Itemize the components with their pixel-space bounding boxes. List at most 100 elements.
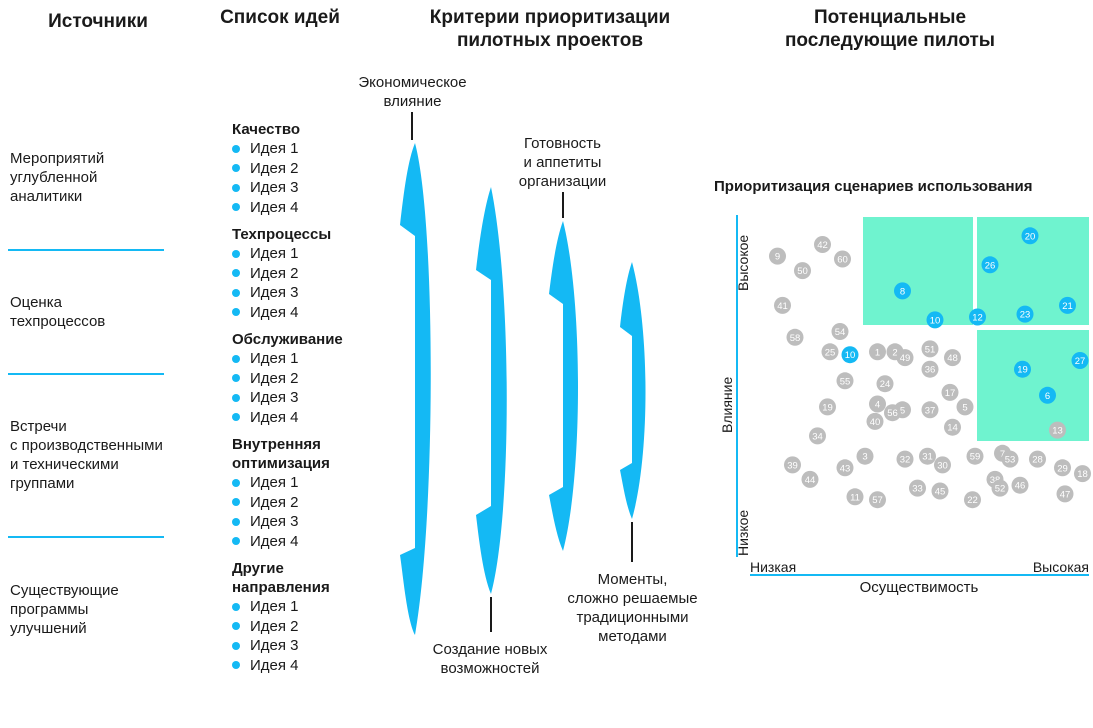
scatter-point: 14: [944, 418, 961, 436]
idea-item: Идея 3: [232, 178, 402, 198]
category-title: направления: [232, 579, 330, 596]
idea-label: Идея 2: [250, 369, 299, 387]
idea-label: Идея 4: [250, 408, 299, 426]
point-label: 44: [805, 475, 816, 486]
idea-item: Идея 1: [232, 597, 402, 617]
point-marker: [1049, 421, 1066, 439]
criterion-line: возможностей: [440, 660, 540, 677]
scatter-point: 32: [896, 450, 914, 468]
idea-item: Идея 4: [232, 408, 402, 428]
point-marker: [769, 247, 786, 265]
point-label: 1: [875, 347, 880, 358]
highlight-zone: [863, 217, 973, 325]
scatter-point: 24: [876, 375, 894, 393]
point-marker: [921, 340, 939, 358]
scatter-point: 4: [869, 395, 886, 413]
scatter-point: 59: [966, 447, 984, 465]
scatter-point: 28: [1029, 450, 1046, 468]
header-criteria: Критерии приоритизации пилотных проектов: [385, 6, 715, 52]
scatter-point: 44: [801, 470, 819, 488]
point-marker: [784, 456, 801, 474]
point-marker: [801, 470, 819, 488]
point-label: 52: [995, 484, 1006, 495]
point-label: 20: [1025, 231, 1036, 242]
point-label: 50: [797, 266, 808, 277]
source-line: Оценка: [10, 294, 62, 311]
scatter-point: 19: [819, 398, 836, 416]
scatter-point: 56: [884, 404, 901, 422]
point-label: 34: [812, 431, 823, 442]
source-line: программы: [10, 601, 89, 618]
scatter-point: 43: [836, 459, 854, 477]
category-title: оптимизация: [232, 455, 330, 472]
point-label: 19: [822, 402, 833, 413]
scatter-point: 1: [869, 343, 886, 361]
point-label: 56: [887, 408, 898, 419]
criterion-line: Создание новых: [432, 641, 548, 658]
point-label: 14: [947, 423, 958, 434]
point-label: 29: [1057, 463, 1068, 474]
bullet-icon: [232, 498, 240, 507]
bullet-icon: [232, 203, 240, 212]
point-label: 30: [937, 460, 948, 471]
point-marker: [841, 346, 859, 364]
header-ideas: Список идей: [220, 7, 340, 28]
x-high-label: Высокая: [1033, 559, 1089, 575]
category-title: Техпроцессы: [232, 226, 332, 243]
point-marker: [944, 349, 961, 367]
idea-item: Идея 3: [232, 388, 402, 408]
idea-label: Идея 1: [250, 598, 299, 615]
source-divider: [8, 536, 164, 538]
source-improvement-programs: Существующие программы улучшений: [10, 581, 119, 638]
point-label: 48: [947, 353, 958, 364]
source-line: углубленной: [10, 169, 98, 186]
idea-item: Идея 1: [232, 473, 402, 493]
point-marker: [921, 401, 939, 419]
lens-economic-impact: [400, 143, 431, 635]
idea-category-other: Другие направления Идея 1 Идея 2 Идея 3 …: [232, 559, 402, 675]
priority-point: 20: [1021, 227, 1039, 245]
point-label: 12: [972, 313, 983, 324]
point-label: 6: [1045, 391, 1050, 402]
point-marker: [869, 343, 886, 361]
idea-item: Идея 1: [232, 244, 402, 264]
idea-label: Идея 3: [250, 637, 299, 654]
header-sources: Источники: [48, 11, 148, 32]
idea-label: Идея 3: [250, 513, 299, 530]
header-criteria-line: пилотных проектов: [456, 30, 644, 51]
point-marker: [774, 296, 791, 314]
point-marker: [1059, 296, 1076, 314]
point-marker: [869, 395, 886, 413]
bullet-icon: [232, 661, 240, 670]
point-label: 3: [862, 452, 867, 463]
idea-label: Идея 1: [250, 140, 299, 157]
point-marker: [896, 349, 914, 367]
idea-label: Идея 4: [250, 198, 299, 216]
point-label: 47: [1060, 489, 1071, 500]
idea-item: Идея 3: [232, 512, 402, 532]
priority-point: 12: [969, 308, 986, 326]
idea-label: Идея 3: [250, 284, 299, 301]
source-line: техпроцессов: [10, 313, 106, 330]
point-marker: [1039, 386, 1056, 404]
point-label: 42: [817, 240, 828, 251]
category-title: Другие: [232, 560, 284, 577]
point-marker: [941, 383, 959, 401]
idea-item: Идея 4: [232, 656, 402, 676]
point-marker: [969, 308, 986, 326]
scatter-point: 42: [814, 236, 831, 253]
bullet-icon: [232, 374, 240, 383]
point-marker: [1054, 459, 1071, 477]
idea-item: Идея 2: [232, 159, 402, 179]
point-label: 17: [945, 388, 956, 399]
source-line: группами: [10, 475, 75, 492]
point-marker: [1014, 360, 1031, 378]
criterion-line: традиционными: [576, 609, 689, 626]
header-pilots-line: Потенциальные: [813, 7, 967, 28]
criterion-line: Готовность: [524, 135, 601, 152]
point-label: 8: [900, 286, 905, 297]
idea-label: Идея 4: [250, 656, 299, 674]
point-label: 60: [837, 255, 848, 266]
criterion-line: влияние: [383, 93, 442, 110]
point-label: 32: [900, 455, 911, 466]
